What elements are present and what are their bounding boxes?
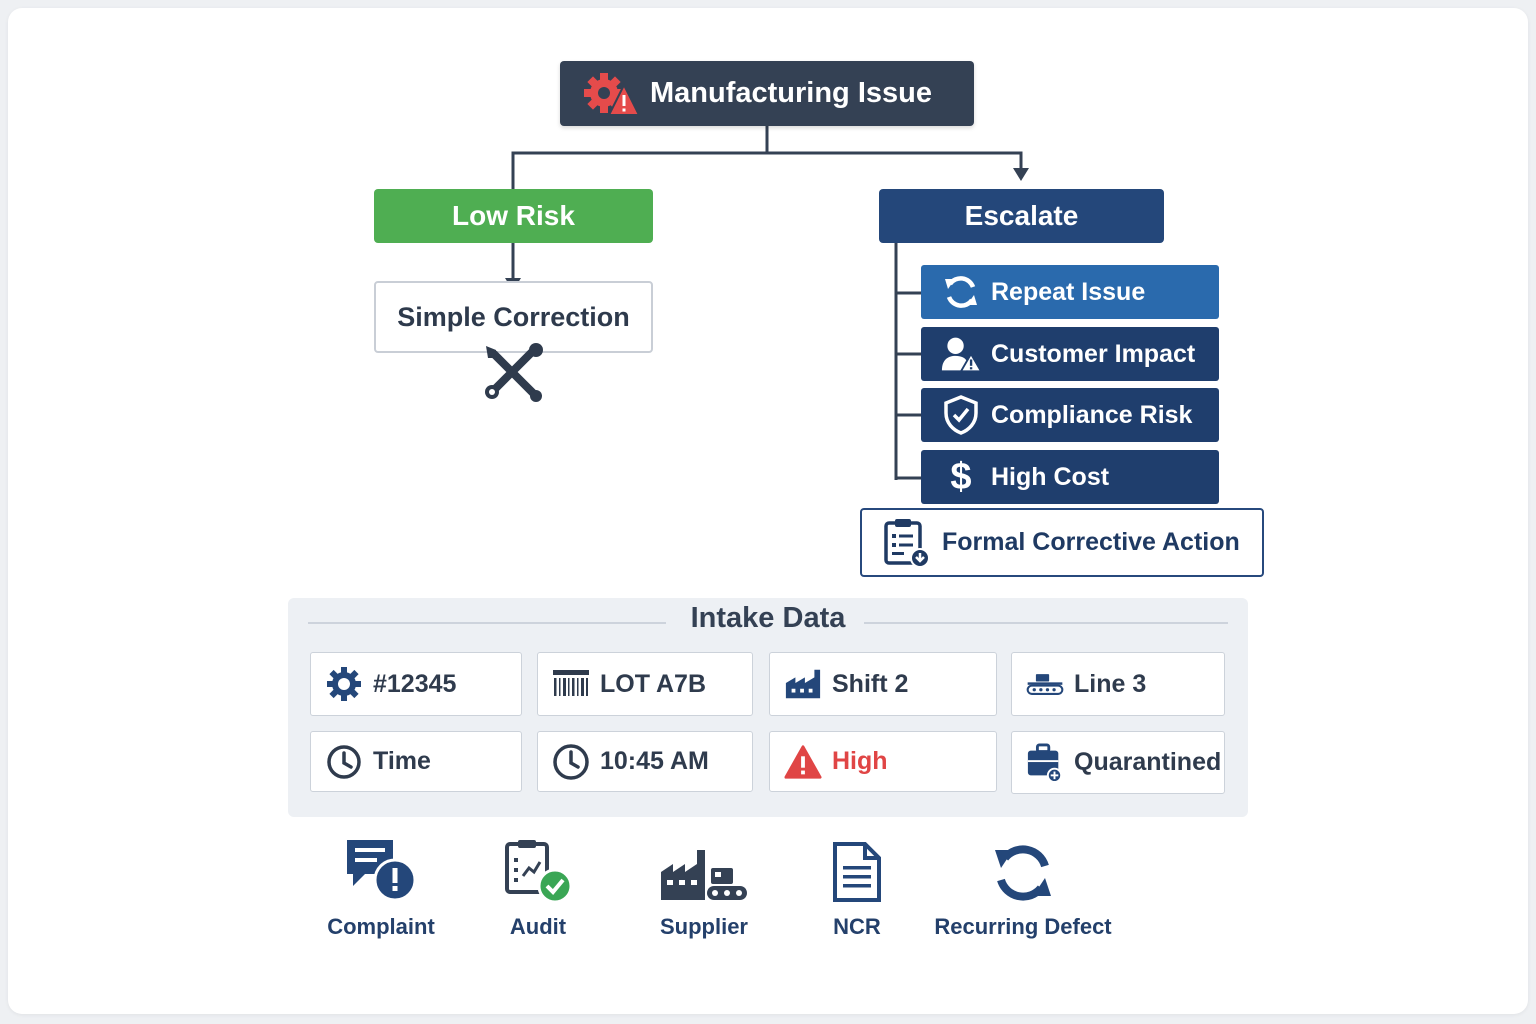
intake-cell-label: Quarantined [1074, 748, 1222, 776]
audit-clipboard-icon [503, 832, 573, 904]
supplier-factory-icon [659, 832, 749, 904]
root-node-label: Manufacturing Issue [650, 77, 932, 109]
escalate-label: Escalate [964, 200, 1079, 231]
document-icon [831, 832, 883, 904]
intake-cell-label: Line 3 [1074, 669, 1147, 698]
criteria-label: High Cost [991, 462, 1110, 491]
intake-cell-lot[interactable]: LOT A7B [537, 652, 753, 716]
intake-cell-label: 10:45 AM [600, 747, 709, 775]
gear-icon [325, 665, 363, 703]
factory-icon [784, 665, 822, 703]
intake-cell-severity[interactable]: High [769, 731, 997, 792]
intake-cell-label: Time [373, 747, 431, 775]
intake-title: Intake Data [690, 602, 846, 634]
formal-corrective-action-node[interactable]: Formal Corrective Action [860, 508, 1264, 577]
criteria-customer-impact[interactable]: Customer Impact [921, 327, 1219, 381]
source-label: NCR [833, 914, 881, 939]
clock-icon [325, 743, 363, 781]
shield-check-icon [941, 395, 981, 435]
refresh-icon [941, 272, 981, 312]
intake-cell-status[interactable]: Quarantined [1011, 731, 1225, 794]
intake-cell-label: Shift 2 [832, 669, 909, 698]
intake-cell-line[interactable]: Line 3 [1011, 652, 1225, 716]
low-risk-node[interactable]: Low Risk [374, 189, 653, 243]
source-label: Audit [509, 914, 567, 939]
barcode-icon [552, 665, 590, 703]
criteria-high-cost[interactable]: $ High Cost [921, 450, 1219, 504]
intake-cell-label: LOT A7B [600, 669, 707, 698]
intake-cell-label: #12345 [373, 669, 457, 698]
escalate-node[interactable]: Escalate [879, 189, 1164, 243]
source-label: Recurring Defect [934, 914, 1112, 939]
source-complaint[interactable]: Complaint [286, 832, 476, 940]
criteria-label: Customer Impact [991, 339, 1196, 368]
divider [308, 622, 666, 624]
recurring-icon [991, 832, 1055, 904]
diagram-card [8, 8, 1528, 1014]
gear-warning-icon [582, 71, 640, 117]
dollar-icon: $ [950, 455, 972, 498]
warning-icon [784, 743, 822, 781]
simple-correction-node[interactable]: Simple Correction [374, 281, 653, 353]
criteria-compliance-risk[interactable]: Compliance Risk [921, 388, 1219, 442]
user-warning-icon [941, 334, 981, 374]
source-audit[interactable]: Audit [443, 832, 633, 940]
criteria-label: Compliance Risk [991, 400, 1193, 429]
low-risk-label: Low Risk [452, 200, 575, 231]
source-label: Complaint [327, 914, 435, 939]
source-supplier[interactable]: Supplier [609, 832, 799, 940]
formal-corrective-action-label: Formal Corrective Action [942, 528, 1240, 556]
root-node-manufacturing-issue[interactable]: Manufacturing Issue [560, 61, 974, 126]
intake-cell-shift[interactable]: Shift 2 [769, 652, 997, 716]
source-ncr[interactable]: NCR [762, 832, 952, 940]
source-recurring-defect[interactable]: Recurring Defect [928, 832, 1118, 940]
quarantine-box-icon [1026, 743, 1064, 783]
conveyor-icon [1026, 665, 1064, 703]
intake-cell-timestamp[interactable]: 10:45 AM [537, 731, 753, 792]
intake-cell-time[interactable]: Time [310, 731, 522, 792]
simple-correction-label: Simple Correction [397, 301, 630, 332]
clock-icon [552, 743, 590, 781]
divider [864, 622, 1228, 624]
criteria-label: Repeat Issue [991, 277, 1146, 306]
tools-icon [480, 342, 546, 407]
complaint-chat-icon [343, 832, 419, 904]
intake-cell-id[interactable]: #12345 [310, 652, 522, 716]
clipboard-icon [882, 517, 932, 569]
intake-cell-label: High [832, 747, 888, 775]
criteria-repeat-issue[interactable]: Repeat Issue [921, 265, 1219, 319]
source-label: Supplier [659, 914, 748, 939]
